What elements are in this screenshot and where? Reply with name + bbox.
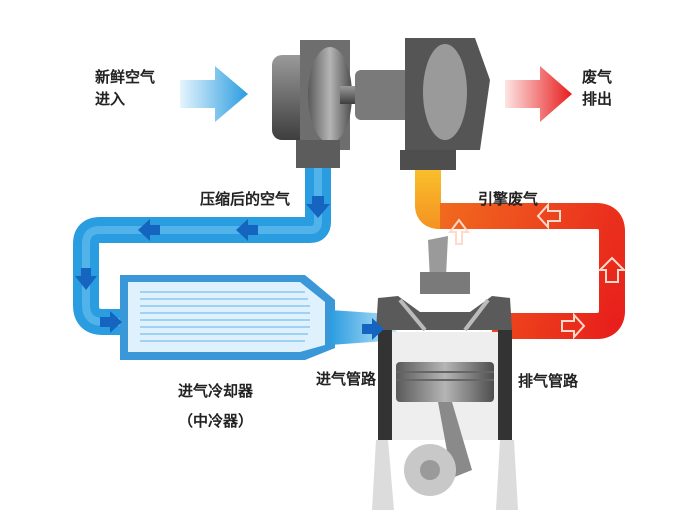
fresh-air-label-line1: 新鲜空气: [95, 68, 156, 86]
intercooler-label: 进气冷却器 （中冷器）: [178, 380, 253, 432]
exhaust-outlet-arrow: [505, 66, 572, 122]
arrow-left-icon: [536, 202, 561, 230]
fresh-air-label-line2: 进入: [95, 90, 126, 108]
exhaust-out-label-line1: 废气: [582, 68, 613, 86]
intercooler-label-line1: 进气冷却器: [178, 382, 254, 400]
exhaust-manifold-label: 排气管路: [518, 372, 579, 390]
intercooler-label-line2: （中冷器）: [178, 412, 254, 430]
compressed-air-label: 压缩后的空气: [200, 190, 291, 208]
arrow-up-icon: [448, 218, 470, 245]
fresh-air-label: 新鲜空气 进入: [95, 66, 155, 110]
turbocharger: [272, 38, 490, 170]
exhaust-out-label: 废气 排出: [582, 66, 612, 110]
engine-cylinder: [372, 236, 518, 510]
arrow-up-icon: [597, 256, 627, 283]
intake-manifold-label: 进气管路: [316, 370, 377, 388]
engine-exhaust-label: 引擎废气: [478, 190, 539, 208]
exhaust-out-label-line2: 排出: [582, 90, 613, 108]
arrow-right-icon: [561, 312, 586, 340]
arrow-down-icon: [306, 196, 330, 218]
arrow-left-icon: [236, 219, 258, 241]
engine-exhaust-pipe-red: [440, 203, 625, 339]
intercooler: [120, 275, 335, 360]
arrow-right-icon: [362, 318, 384, 340]
arrow-right-icon: [100, 311, 122, 333]
arrow-down-icon: [75, 268, 97, 290]
fresh-air-inlet-arrow: [180, 66, 248, 122]
arrow-left-icon: [138, 219, 160, 241]
compressed-air-pipe-highlight: [82, 165, 322, 326]
